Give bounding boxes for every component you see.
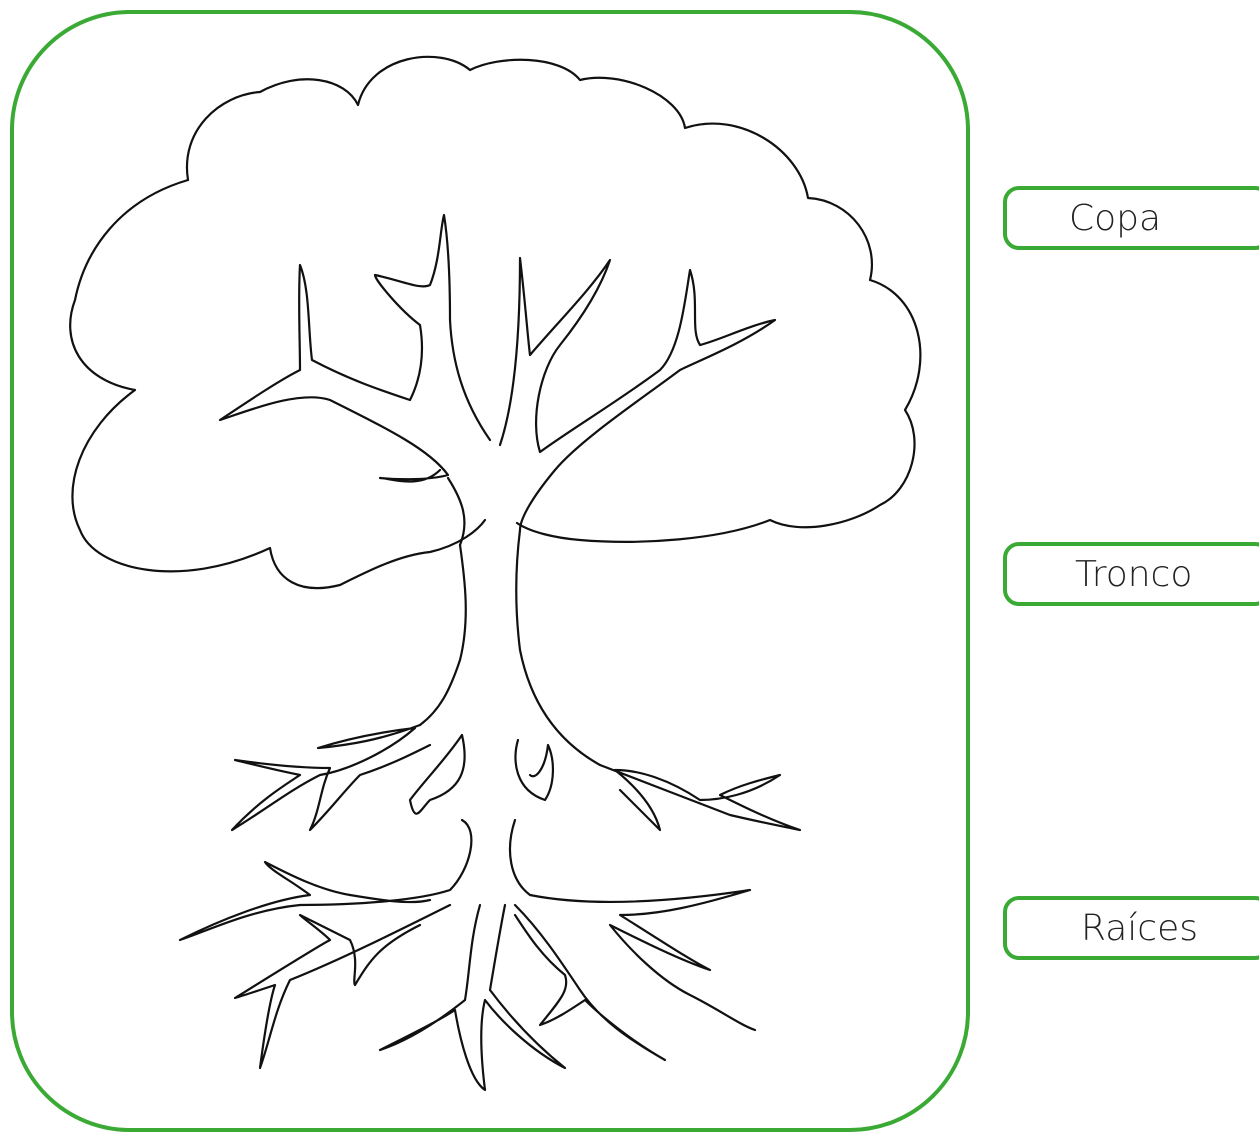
root-left-lower [178,818,473,942]
label-copa-text: Copa [1069,197,1162,239]
root-right-upper [598,763,802,832]
root-right-mid [514,738,554,802]
root-left-mid [408,733,466,815]
crown-outline [185,55,922,543]
trunk-joint [446,476,466,547]
label-copa: Copa [1003,186,1259,250]
root-left-upper [230,723,432,832]
root-center [378,903,567,1092]
label-tronco: Tronco [1003,542,1259,606]
crown-outline-left [69,178,487,590]
root-left-bottom [233,903,452,1070]
label-raices: Raíces [1003,896,1259,960]
branch-center [498,256,777,532]
trunk-left-edge [418,543,467,727]
label-tronco-text: Tronco [1075,553,1193,595]
root-right-bottom [513,903,667,1062]
branch-left [218,213,492,483]
trunk-right-edge [515,528,602,767]
root-right-lower [508,818,757,1032]
label-raices-text: Raíces [1081,907,1198,949]
